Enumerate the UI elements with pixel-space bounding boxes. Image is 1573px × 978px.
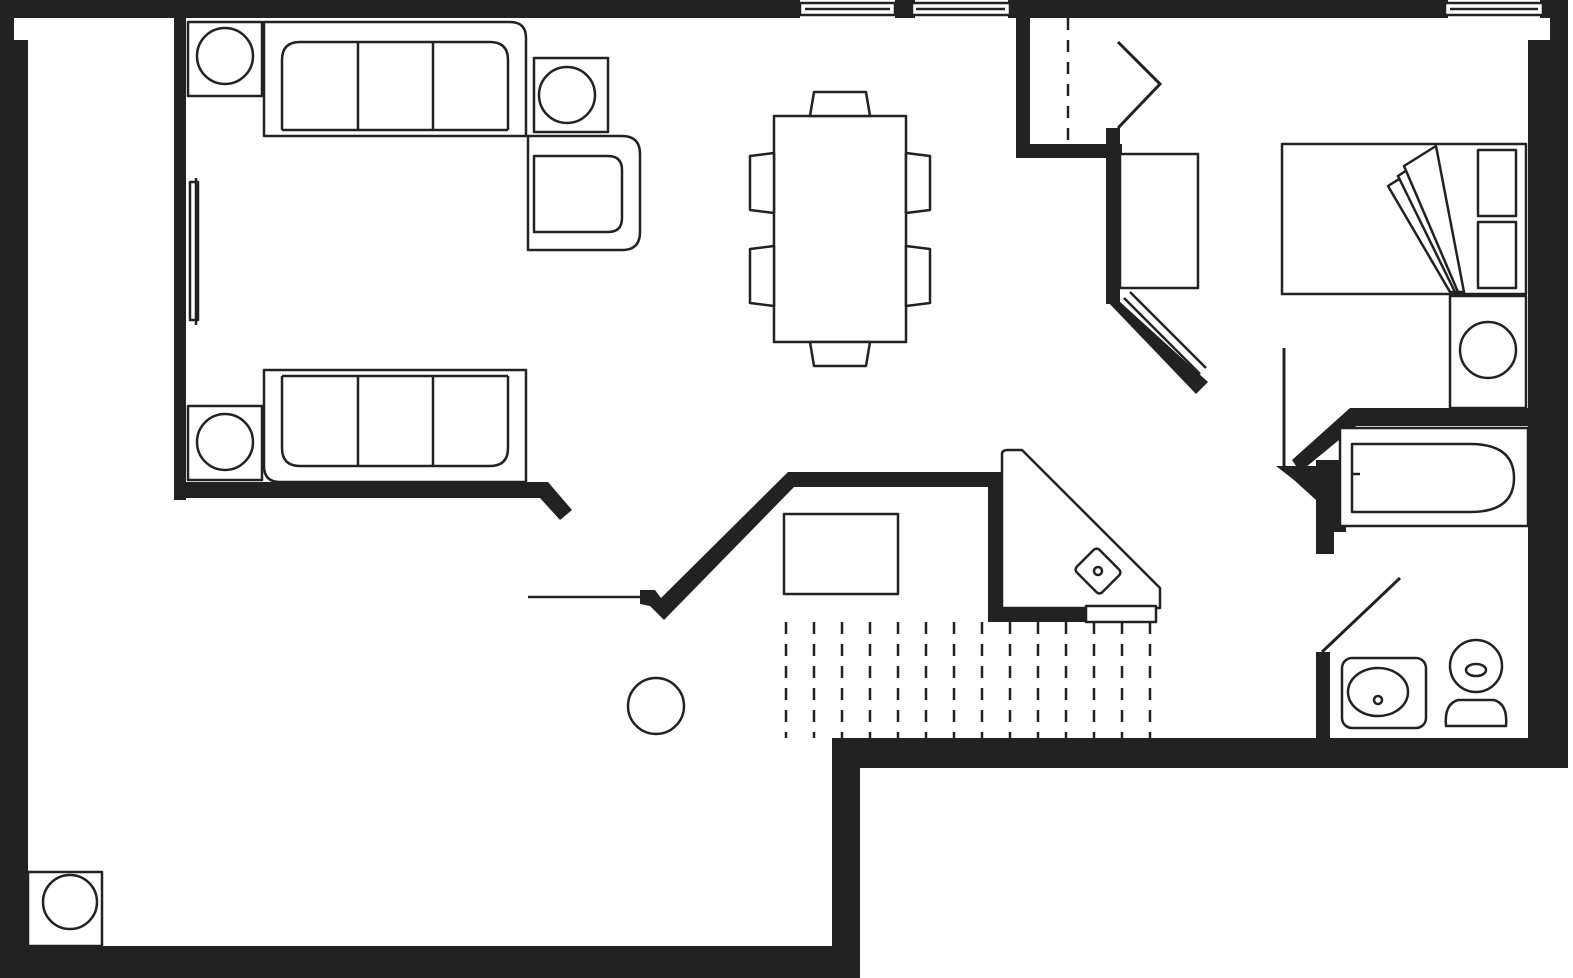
bath-vanity-wall [1316,652,1330,742]
living-room [186,20,642,484]
toilet [1444,638,1508,728]
closet-bottom-wall [1016,144,1122,158]
living-room-left-wall [174,18,186,500]
bathtub [1338,426,1530,528]
bathroom-lower-door [1320,576,1402,654]
end-table [186,20,264,98]
bedroom-door-swing [1129,291,1207,369]
dining-chair [748,151,776,215]
wall-right-top [1550,0,1568,45]
kitchen-angled-wall [640,472,1004,620]
bed-sheet-fold [1402,144,1466,294]
dining-chair [808,340,872,368]
dining-chair [808,90,872,118]
wall-top-left [0,0,800,18]
bathroom-corner [1276,466,1340,516]
pillow [1476,220,1518,290]
bathroom-angled-wall [1292,408,1528,472]
armchair [526,134,642,252]
wall-left [0,40,28,978]
wall-right [1528,40,1568,768]
wall-left-top [0,0,14,45]
end-table [532,56,610,134]
wall-lower-step [832,738,860,978]
kitchen [782,448,1162,624]
doors [188,18,1402,654]
bathroom [1338,426,1530,730]
wall-top-middle [895,0,915,18]
living-room-bottom-wall [174,482,572,520]
kitchen-bottom-wall [988,606,1088,622]
wall-bottom-right [832,738,1568,768]
windows [798,1,1545,17]
kitchen-counter [1000,448,1162,610]
dining-chair [904,151,932,215]
stairs [784,622,1152,738]
sink [1340,656,1428,730]
interior-walls [174,8,1528,742]
bed [1280,142,1528,296]
wall-top-right-a [1008,0,1448,18]
sofa [262,20,528,138]
kitchen-island [782,512,900,596]
closet-door [1116,40,1163,130]
bedroom-door-leaf [1106,300,1208,394]
dining-chair [904,244,932,308]
closet-shelf [1118,152,1200,290]
sofa [262,368,528,484]
bedroom [1118,142,1528,410]
closet-left-wall [1016,8,1030,158]
end-table [26,870,104,948]
dining-table [772,114,908,344]
nightstand [1448,294,1528,410]
dining-chair [748,244,776,308]
kitchen-counter-edge [1084,604,1158,624]
round-table [626,676,686,736]
wall-bottom-left [0,946,860,978]
door-living-west [188,180,200,322]
bathroom-divider-low [1316,528,1334,554]
kitchen-sink [1074,547,1122,595]
kitchen-right-wall [988,472,1004,622]
dining-area [748,90,932,368]
bedroom-left-wall [1106,128,1120,304]
pillow [1476,148,1518,218]
end-table [186,404,264,482]
